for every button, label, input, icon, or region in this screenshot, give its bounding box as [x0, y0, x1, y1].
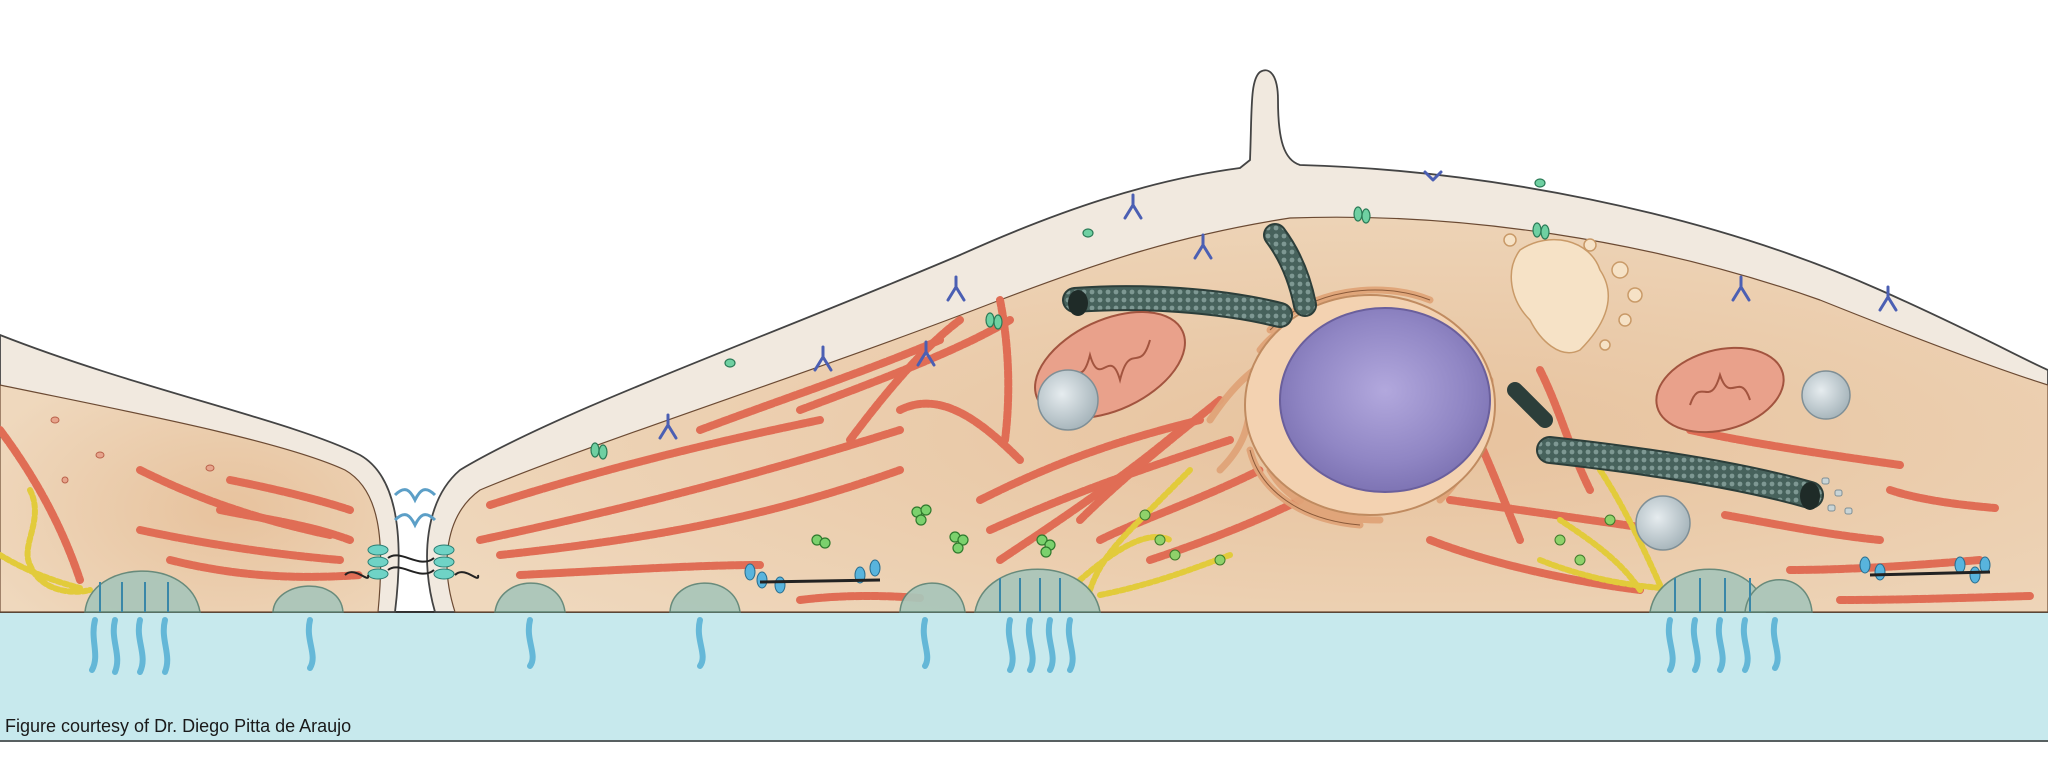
endosome-cluster [1503, 233, 1643, 354]
nucleus [1244, 294, 1496, 516]
basal-linker-bars [759, 570, 1991, 584]
integrin-stalks [99, 578, 1751, 612]
protein-clusters [811, 504, 1056, 558]
small-vesicles [1821, 477, 1853, 515]
substrate [0, 611, 2048, 742]
left-vesicles [50, 416, 215, 484]
microtubules [1062, 223, 1824, 510]
adhesion-plaques [84, 568, 1813, 613]
integrin-icon [89, 617, 1781, 675]
cell-junction-icon [393, 488, 437, 529]
receptor-icon [658, 170, 1898, 440]
left-linker-chain [0, 487, 93, 595]
vesicles [1037, 369, 1851, 551]
figure-credit: Figure courtesy of Dr. Diego Pitta de Ar… [5, 716, 352, 736]
cell-junction [344, 488, 480, 580]
membrane-protein-icon [590, 178, 1550, 460]
green-beads [1139, 509, 1616, 566]
left-actin-filaments [0, 426, 364, 584]
left-cell [0, 334, 400, 613]
